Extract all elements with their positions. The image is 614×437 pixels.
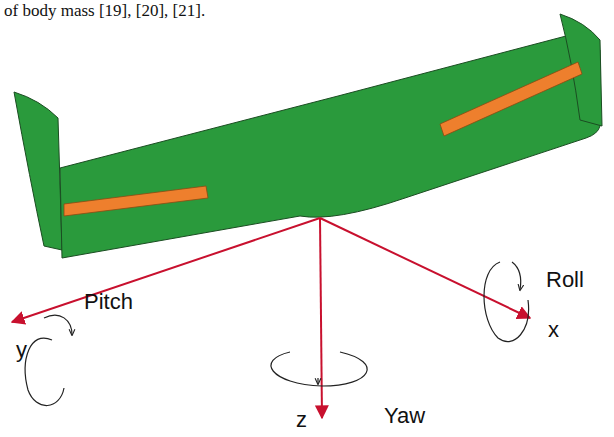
- axis-letter: y: [16, 338, 27, 362]
- rotation-name: Pitch: [84, 290, 133, 314]
- axis-letter: x: [548, 318, 559, 342]
- rotation-arrows: [25, 262, 528, 406]
- left-winglet: [14, 92, 62, 250]
- rotation-name: Yaw: [384, 404, 425, 428]
- body-axes: [12, 218, 530, 418]
- wing-body: [60, 36, 600, 258]
- caption-fragment: of body mass [19], [20], [21].: [4, 2, 205, 21]
- axis-letter: z: [296, 408, 307, 432]
- left-aileron: [64, 186, 208, 216]
- rotation-name: Roll: [546, 268, 584, 292]
- right-aileron: [440, 62, 582, 136]
